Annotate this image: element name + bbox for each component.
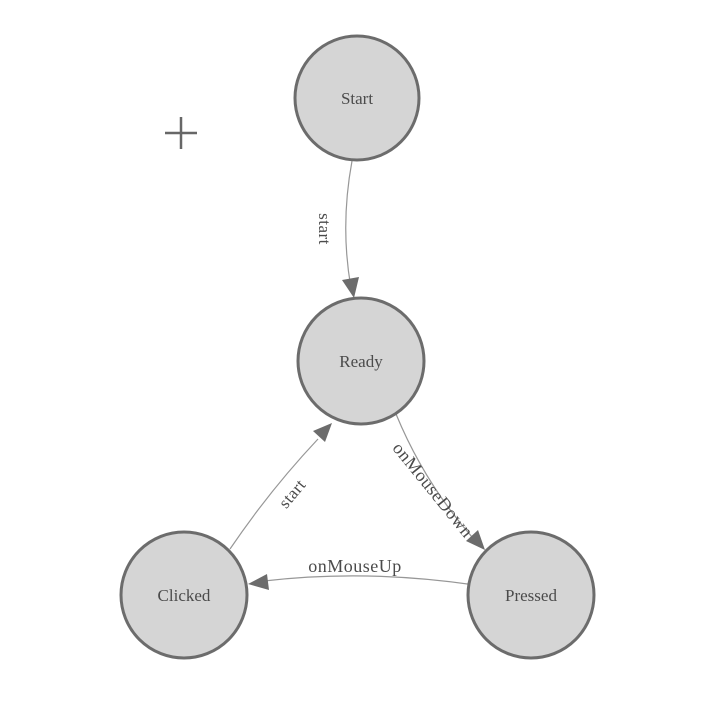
arrowhead-into-clicked <box>248 574 269 590</box>
arrowhead-into-pressed <box>466 530 485 550</box>
plus-cursor-icon <box>165 117 197 149</box>
edge-clicked-to-ready: start <box>229 423 332 550</box>
state-node-pressed[interactable]: Pressed <box>466 530 596 660</box>
state-label-pressed: Pressed <box>505 586 557 605</box>
arrowhead-into-ready-bottom <box>313 423 332 442</box>
edge-label-start-top: start <box>315 213 334 245</box>
edge-clicked-to-ready-line[interactable] <box>229 438 319 550</box>
state-label-clicked: Clicked <box>158 586 211 605</box>
state-node-clicked[interactable]: Clicked <box>119 530 249 660</box>
state-node-start[interactable]: Start <box>293 34 421 162</box>
edge-label-onmousedown: onMouseDown <box>389 438 478 541</box>
edge-ready-to-pressed: onMouseDown <box>389 413 485 550</box>
state-label-ready: Ready <box>339 352 383 371</box>
state-circle-start[interactable] <box>293 34 421 162</box>
edge-ready-to-pressed-line[interactable] <box>395 413 473 538</box>
state-circle-pressed[interactable] <box>466 530 596 660</box>
edge-label-onmouseup: onMouseUp <box>308 556 402 576</box>
state-node-ready[interactable]: Ready <box>296 296 426 426</box>
edge-start-to-ready: start <box>315 160 359 298</box>
edge-label-start-bottom: start <box>275 475 310 512</box>
edge-pressed-to-clicked: onMouseUp <box>248 556 476 590</box>
state-circle-clicked[interactable] <box>119 530 249 660</box>
state-circle-ready[interactable] <box>296 296 426 426</box>
edge-pressed-to-clicked-line[interactable] <box>263 575 476 586</box>
state-label-start: Start <box>341 89 373 108</box>
arrowhead-into-ready-top <box>342 277 359 298</box>
edge-start-to-ready-line[interactable] <box>345 160 353 289</box>
